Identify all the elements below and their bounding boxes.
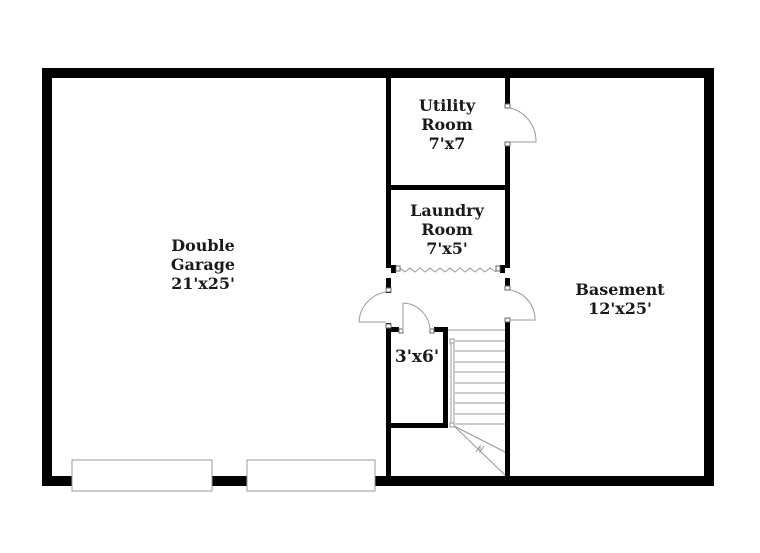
door-jambs <box>385 103 511 334</box>
room-name: Room <box>421 220 473 239</box>
room-dimensions: 21'x25' <box>171 274 235 293</box>
room-label-utility-room: Utility Room 7'x7 <box>397 96 497 153</box>
room-name: Utility <box>418 96 476 115</box>
room-dimensions: 12'x25' <box>588 299 652 318</box>
room-name: Basement <box>575 280 665 299</box>
room-name: Garage <box>170 255 236 274</box>
room-name: Laundry <box>410 201 484 220</box>
staircase <box>449 338 506 476</box>
room-label-laundry-room: Laundry Room 7'x5' <box>397 201 497 258</box>
garage-door-2 <box>246 459 376 492</box>
garage-door-1 <box>71 459 213 492</box>
room-name: Room <box>421 115 473 134</box>
room-label-basement: Basement 12'x25' <box>560 280 680 318</box>
room-dimensions: 7'x5' <box>426 239 468 258</box>
room-label-closet: 3'x6' <box>391 348 443 367</box>
exterior-walls <box>42 68 714 486</box>
laundry-bifold-door <box>399 267 497 273</box>
room-name: Double <box>171 236 235 255</box>
room-label-double-garage: Double Garage 21'x25' <box>153 236 253 293</box>
interior-walls <box>386 78 510 476</box>
door-swings <box>358 107 537 331</box>
garage-doors <box>71 459 376 492</box>
room-dimensions: 7'x7 <box>428 134 466 153</box>
room-dimensions: 3'x6' <box>394 347 440 367</box>
